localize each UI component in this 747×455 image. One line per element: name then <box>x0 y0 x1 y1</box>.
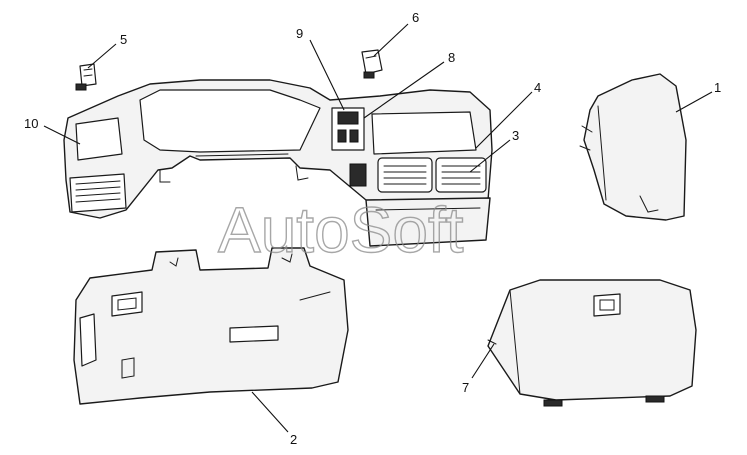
callout-labels: 5 6 9 8 4 3 1 10 2 7 <box>24 10 721 447</box>
callout-1: 1 <box>714 80 721 95</box>
callout-4: 4 <box>534 80 541 95</box>
left-vent-grille <box>75 180 121 203</box>
callout-8: 8 <box>448 50 455 65</box>
glove-box <box>487 279 697 407</box>
callout-7: 7 <box>462 380 469 395</box>
leader-lines <box>43 23 713 433</box>
clip-part-6 <box>361 49 383 79</box>
watermark-logo: AutoSoft <box>218 194 464 266</box>
switch-knob <box>349 163 367 187</box>
callout-2: 2 <box>290 432 297 447</box>
center-vents <box>377 157 487 193</box>
clip-part-5 <box>75 63 97 91</box>
center-display-bezel <box>371 111 477 155</box>
callout-5: 5 <box>120 32 127 47</box>
callout-6: 6 <box>412 10 419 25</box>
side-end-cap <box>579 73 687 221</box>
callout-10: 10 <box>24 116 38 131</box>
dashboard-panel <box>63 79 493 247</box>
callout-3: 3 <box>512 128 519 143</box>
callout-9: 9 <box>296 26 303 41</box>
lower-trim-panel <box>73 247 349 405</box>
